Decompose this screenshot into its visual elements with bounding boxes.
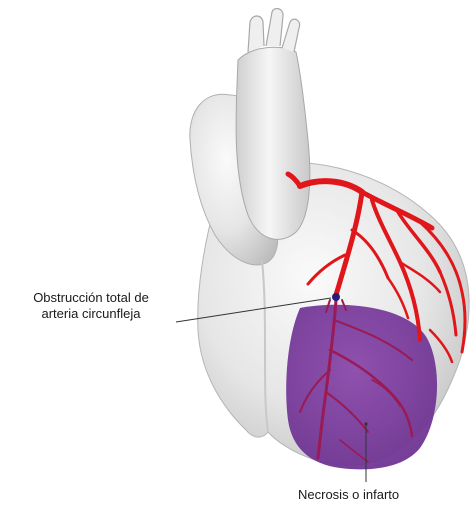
aorta [236, 47, 310, 239]
necrosis-label: Necrosis o infarto [298, 487, 399, 503]
aortic-branches [248, 9, 300, 52]
necrosis-leader-dot [364, 422, 367, 425]
obstruction-point [332, 293, 340, 301]
infarct-region [286, 305, 437, 470]
obstruction-label: Obstrucción total de arteria circunfleja [8, 290, 174, 322]
obstruction-label-line1: Obstrucción total de [8, 290, 174, 306]
obstruction-label-line2: arteria circunfleja [8, 306, 174, 322]
